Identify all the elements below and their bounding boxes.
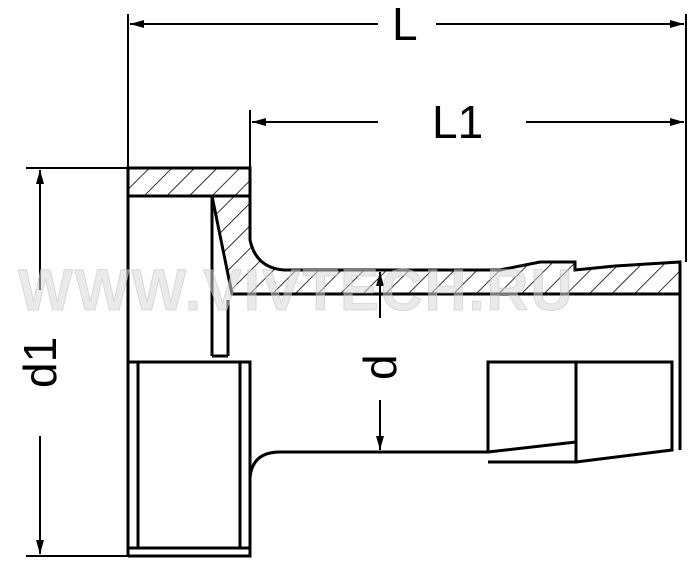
dimension-label-L: L xyxy=(392,0,418,50)
part-outline xyxy=(126,168,682,558)
dimension-label-d1: d1 xyxy=(14,337,66,388)
hatched-section xyxy=(126,166,682,296)
dimension-lines xyxy=(26,14,687,557)
dimension-label-L1: L1 xyxy=(432,96,483,148)
dimension-label-d: d xyxy=(354,354,406,380)
watermark-text: WWW.VIVTECH.RU xyxy=(18,258,574,323)
